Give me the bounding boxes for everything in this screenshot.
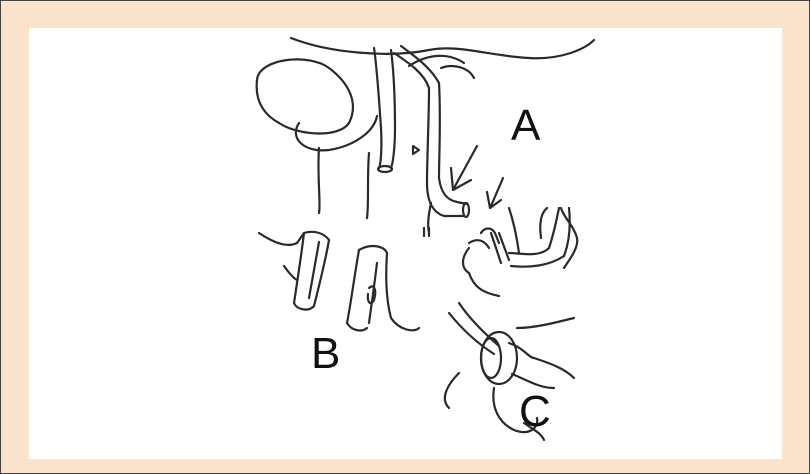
- label-c: C: [519, 387, 551, 436]
- bile-duct-tubes: [374, 46, 474, 236]
- label-a: A: [511, 101, 541, 150]
- illustration-panel: A B C: [29, 28, 782, 459]
- label-b: B: [311, 329, 340, 378]
- b-specimens: [259, 232, 419, 331]
- right-structure: [463, 208, 577, 273]
- surgical-illustration: A B C: [29, 28, 782, 459]
- c-intestine-loop: [445, 273, 574, 440]
- small-arrow: [487, 178, 503, 208]
- large-arrow: [451, 146, 477, 190]
